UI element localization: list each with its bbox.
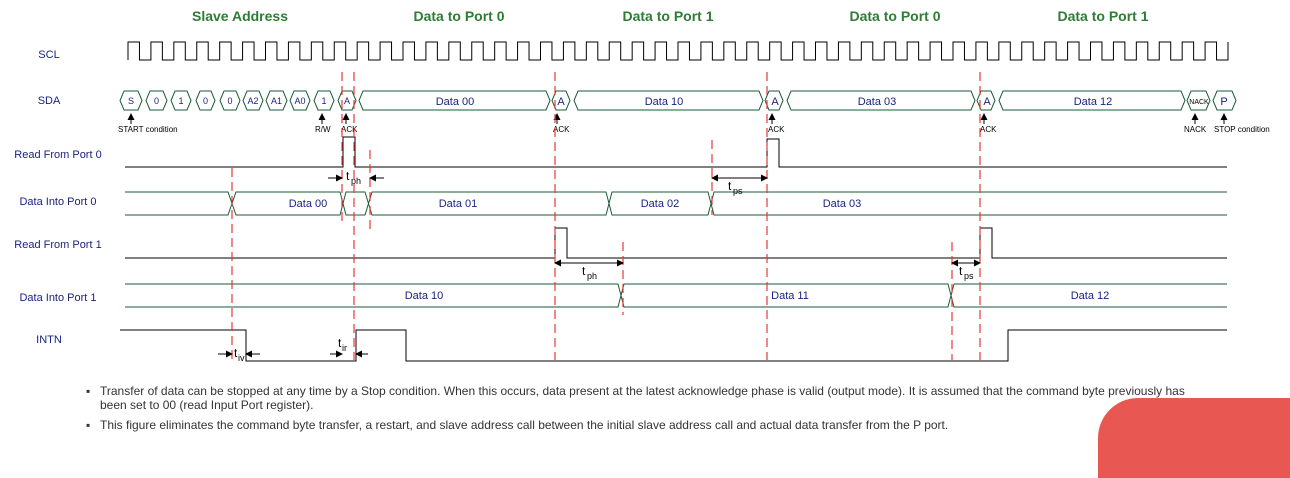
label-ack-2: ACK (768, 125, 785, 134)
header-data-to-port1-b: Data to Port 1 (1057, 8, 1148, 24)
sda-cell (242, 90, 264, 111)
header-data-to-port0-b: Data to Port 0 (849, 8, 940, 24)
label-ack-1: ACK (553, 125, 570, 134)
signal-label-read-port0: Read From Port 0 (14, 149, 101, 161)
note-text: This figure eliminates the command byte … (100, 418, 949, 432)
label-ack-3: ACK (980, 125, 997, 134)
sda-annotations: START condition R/W ACK ACK ACK ACK NACK… (118, 113, 1270, 134)
tiv-t: t (234, 346, 238, 360)
notes-list: ▪ Transfer of data can be stopped at any … (86, 384, 1196, 438)
label-rw: R/W (315, 125, 331, 134)
port1-data-10: Data 10 (405, 290, 444, 302)
port0-data-03: Data 03 (823, 198, 862, 210)
signal-label-scl: SCL (38, 49, 59, 61)
signal-label-read-port1: Read From Port 1 (14, 239, 101, 251)
signal-label-data-into-port0: Data Into Port 0 (19, 196, 96, 208)
port0-data-00: Data 00 (289, 198, 328, 210)
sda-data-03: Data 03 (858, 96, 897, 108)
sda-cell (170, 90, 192, 111)
sda-data-labels: Data 00 A Data 10 A Data 03 A Data 12 NA… (436, 96, 1228, 108)
sda-data-10: Data 10 (645, 96, 684, 108)
watermark-shape (1098, 398, 1290, 478)
sda-ack-2: A (771, 96, 779, 108)
tir-sub: ir (342, 343, 347, 353)
header-data-to-port0-a: Data to Port 0 (413, 8, 504, 24)
sda-cell (573, 90, 764, 111)
sda-cell (786, 90, 976, 111)
sda-bus: S 0 1 0 0 A2 A1 A0 1 A (119, 90, 1237, 111)
sda-cell (358, 90, 551, 111)
intn-waveform (120, 329, 1227, 362)
sda-cell-label: 0 (154, 96, 159, 106)
note-text: Transfer of data can be stopped at any t… (100, 384, 1185, 412)
tph-port0-sub: ph (351, 176, 361, 186)
sda-cell (976, 90, 996, 111)
port0-data-01: Data 01 (439, 198, 478, 210)
sda-cell (119, 90, 143, 111)
label-nack: NACK (1184, 125, 1207, 134)
sda-cell-label: 1 (178, 96, 183, 106)
timing-annotations: t ph t ps t ph t ps t iv t ir (218, 169, 981, 363)
sda-cell-label: A (344, 96, 350, 106)
timing-markers (231, 72, 981, 360)
sda-cell-label: 0 (227, 96, 232, 106)
port0-data-02: Data 02 (641, 198, 680, 210)
sda-cell (337, 90, 357, 111)
sda-cell (551, 90, 571, 111)
sda-cell (195, 90, 216, 111)
sda-cell (1212, 90, 1237, 111)
bullet-icon: ▪ (86, 384, 91, 398)
sda-cell-label: A2 (247, 96, 258, 106)
tph-port0-t: t (346, 169, 350, 183)
tps-port1-sub: ps (964, 271, 974, 281)
sda-cell (764, 90, 784, 111)
sda-cell-label: A0 (294, 96, 305, 106)
signal-label-sda: SDA (38, 95, 61, 107)
sda-cell-label: 1 (321, 96, 326, 106)
sda-cell (289, 90, 311, 111)
tiv-sub: iv (238, 353, 245, 363)
tph-port1-t: t (582, 264, 586, 278)
sda-cell (145, 90, 168, 111)
header-slave-address: Slave Address (192, 8, 288, 24)
sda-cell-label: 0 (203, 96, 208, 106)
data-into-port1-bus (125, 283, 1227, 308)
read-port1-waveform (125, 227, 1227, 259)
sda-cell (1186, 90, 1211, 111)
note-item: ▪ This figure eliminates the command byte… (86, 418, 1196, 432)
sda-cell (998, 90, 1186, 111)
scl-waveform (127, 41, 1229, 61)
label-stop-condition: STOP condition (1214, 125, 1270, 134)
sda-ack-3: A (983, 96, 991, 108)
signal-label-data-into-port1: Data Into Port 1 (19, 292, 96, 304)
bullet-icon: ▪ (86, 418, 91, 432)
port1-data-11: Data 11 (771, 290, 809, 302)
sda-stop: P (1220, 96, 1227, 108)
port1-data-12: Data 12 (1071, 290, 1110, 302)
tir-t: t (338, 336, 342, 350)
sda-cell-label: S (128, 96, 134, 106)
data-into-port0-bus (125, 191, 1227, 216)
tps-port1-t: t (959, 264, 963, 278)
read-port0-waveform (125, 136, 1227, 168)
signal-label-intn: INTN (36, 334, 62, 346)
sda-cell (265, 90, 288, 111)
sda-cell (219, 90, 241, 111)
sda-nack: NACK (1189, 99, 1209, 106)
note-item: ▪ Transfer of data can be stopped at any … (86, 384, 1196, 412)
label-start-condition: START condition (118, 125, 178, 134)
label-ack-0: ACK (341, 125, 358, 134)
tps-port0-t: t (728, 179, 732, 193)
tps-port0-sub: ps (733, 186, 743, 196)
sda-data-00: Data 00 (436, 96, 475, 108)
timing-diagram: Slave Address Data to Port 0 Data to Por… (14, 8, 1270, 363)
header-data-to-port1-a: Data to Port 1 (622, 8, 713, 24)
tph-port1-sub: ph (587, 271, 597, 281)
sda-cell-label: A1 (271, 96, 282, 106)
sda-cell (313, 90, 335, 111)
sda-data-12: Data 12 (1074, 96, 1113, 108)
sda-ack-1: A (557, 96, 565, 108)
